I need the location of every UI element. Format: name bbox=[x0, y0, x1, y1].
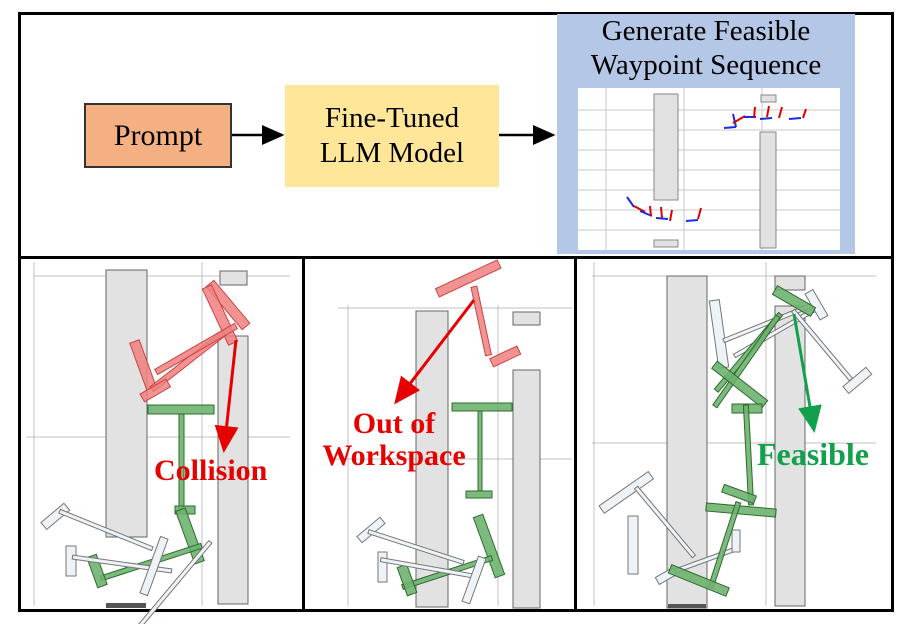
feasible-arrow bbox=[792, 313, 822, 433]
generate-title-line2: Waypoint Sequence bbox=[590, 49, 822, 81]
obstacle-small bbox=[774, 275, 806, 291]
generate-title-line1: Generate Feasible bbox=[601, 15, 811, 47]
obstacle-left bbox=[666, 275, 708, 609]
workspace-arrow bbox=[394, 299, 476, 405]
collision-arrow bbox=[214, 339, 239, 453]
obstacle-right bbox=[512, 369, 541, 609]
prompt-box: Prompt bbox=[84, 103, 232, 168]
generate-title: Generate Feasible Waypoint Sequence bbox=[557, 14, 855, 82]
obstacle-small bbox=[512, 311, 541, 326]
panel-feasible bbox=[592, 262, 876, 609]
out-of-workspace-label: Out of Workspace bbox=[307, 408, 481, 472]
obstacle-left bbox=[105, 269, 148, 538]
llm-box: Fine-Tuned LLM Model bbox=[285, 85, 499, 187]
feasible-label: Feasible bbox=[757, 436, 869, 472]
panel-workspace bbox=[336, 259, 572, 609]
prompt-label: Prompt bbox=[113, 118, 203, 152]
panel-feasible-frame bbox=[574, 256, 894, 612]
out-of-workspace-line1: Out of bbox=[352, 407, 436, 440]
obstacle-small bbox=[219, 270, 248, 286]
waypoint-plot bbox=[578, 88, 840, 250]
llm-label-line1: Fine-Tuned bbox=[324, 102, 460, 134]
llm-label-line2: LLM Model bbox=[319, 137, 465, 169]
panel-collision bbox=[26, 262, 290, 624]
out-of-workspace-line2: Workspace bbox=[322, 439, 466, 472]
collision-label: Collision bbox=[154, 454, 268, 487]
